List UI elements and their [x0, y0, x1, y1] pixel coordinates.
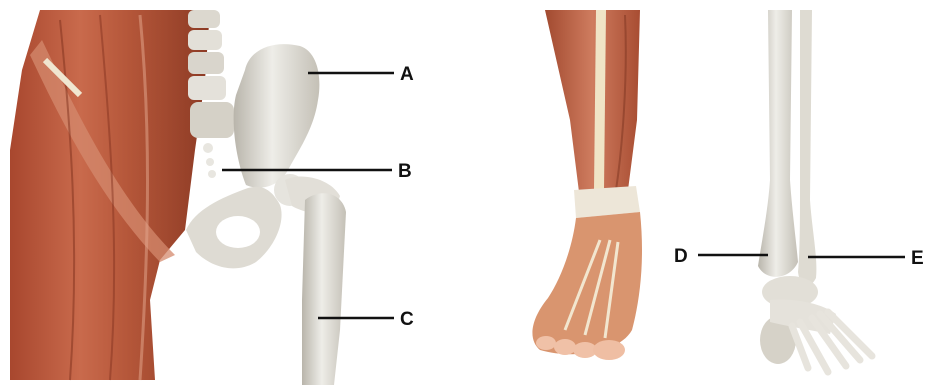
- label-d-group: D: [674, 246, 768, 267]
- label-c: C: [400, 309, 414, 330]
- foot-dorsum: [532, 212, 642, 354]
- tibialis-tendon: [594, 10, 606, 190]
- hip-panel: [10, 10, 346, 385]
- label-d: D: [674, 246, 688, 267]
- tibia: [758, 10, 798, 277]
- label-b: B: [398, 161, 412, 182]
- label-e: E: [911, 248, 924, 269]
- label-a: A: [400, 64, 414, 85]
- iliac-wing: [234, 44, 320, 188]
- fibula: [798, 10, 816, 286]
- leg-muscle-panel: [532, 10, 642, 360]
- femur-shaft: [302, 193, 346, 385]
- label-a-group: A: [308, 64, 414, 85]
- label-e-group: E: [808, 248, 924, 269]
- leg-skeleton-panel: [758, 10, 872, 372]
- obturator-foramen: [216, 216, 260, 248]
- vertebrae: [188, 10, 234, 178]
